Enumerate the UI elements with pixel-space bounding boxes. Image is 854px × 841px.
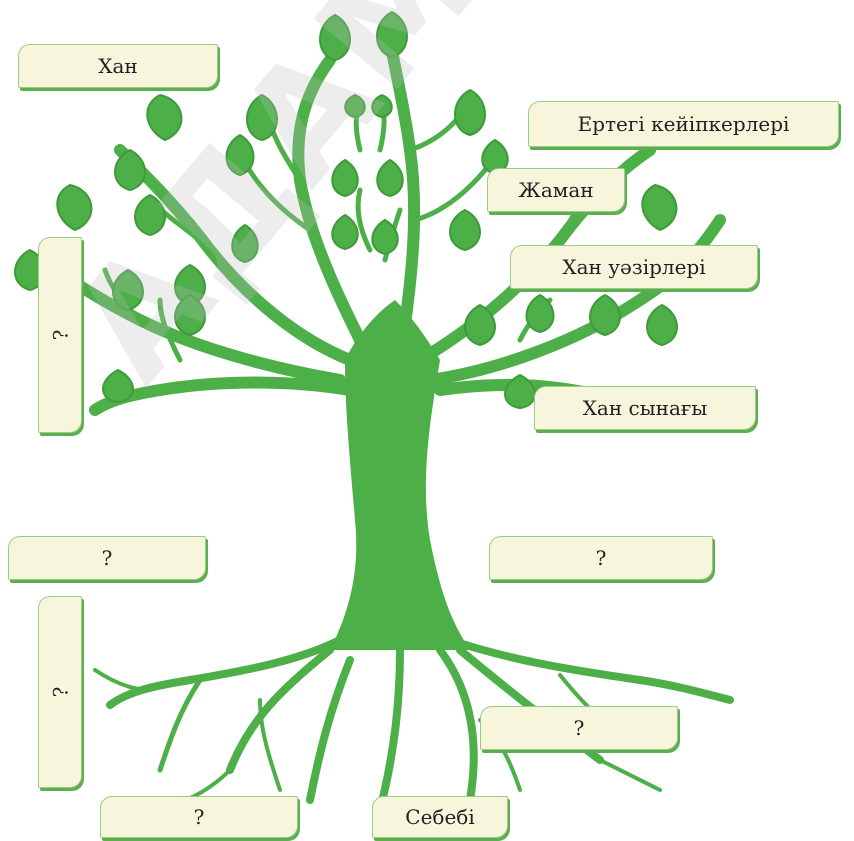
label-question-left-upper: ? <box>38 237 82 433</box>
label-question-right-lower: ? <box>480 706 678 750</box>
label-question-left-lower: ? <box>38 596 82 788</box>
label-ertegi-keiipkerleri: Ертегі кейіпкерлері <box>528 101 839 147</box>
label-khan-uazirleri: Хан уәзірлері <box>510 245 758 289</box>
label-khan: Хан <box>18 44 218 88</box>
label-question-right-middle: ? <box>489 536 713 580</box>
label-khan-synagy: Хан сынағы <box>534 386 756 430</box>
label-question-bottom: ? <box>100 796 298 838</box>
tree-roots <box>93 636 734 814</box>
label-zhaman: Жаман <box>487 168 625 212</box>
label-question-left-middle: ? <box>8 536 206 580</box>
label-sebebi: Себебі <box>372 796 508 838</box>
tree-leaves <box>14 10 678 410</box>
tree-trunk <box>330 300 470 650</box>
